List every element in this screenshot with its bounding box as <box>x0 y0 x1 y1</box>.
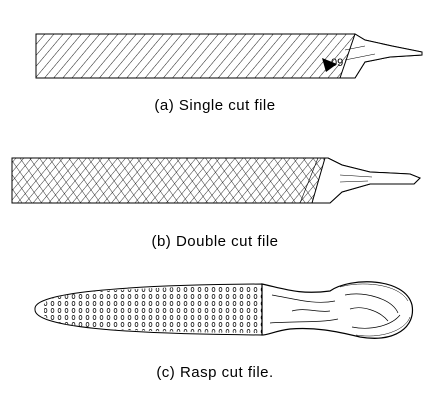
rasp-handle <box>262 282 412 338</box>
rasp-cut-file-drawing <box>0 265 430 405</box>
rasp-cut-file-figure: (c) Rasp cut file. <box>0 265 430 405</box>
rasp-teeth <box>40 285 262 335</box>
caption-a: (a) Single cut file <box>0 97 430 114</box>
double-cut-file-figure: (b) Double cut file <box>0 130 430 265</box>
caption-b: (b) Double cut file <box>0 233 430 250</box>
single-cut-teeth <box>36 34 366 78</box>
figure-marker-label: 09 <box>331 57 343 69</box>
double-cut-teeth-secondary <box>12 158 332 203</box>
single-cut-file-figure: 09 (a) Single cut file <box>0 0 430 130</box>
caption-c: (c) Rasp cut file. <box>0 364 430 381</box>
